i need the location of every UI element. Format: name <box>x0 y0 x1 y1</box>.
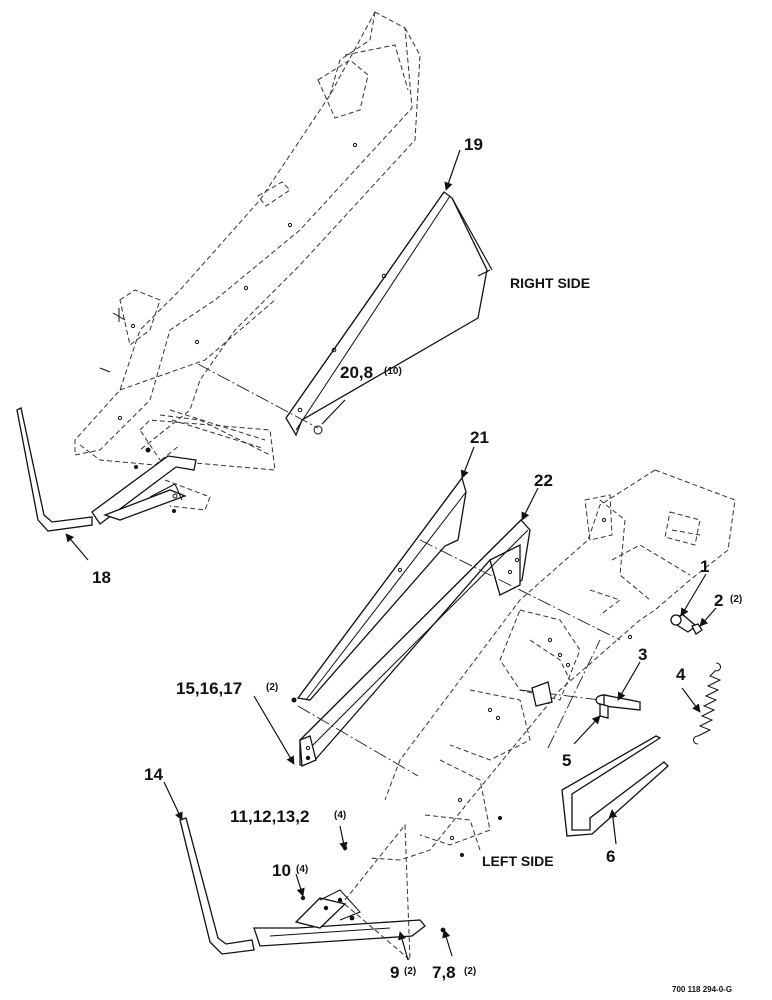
callout-11-12-13-2: 11,12,13,2 <box>230 807 309 826</box>
left-handle-rod-14 <box>179 817 255 955</box>
right-mount-bracket <box>91 447 211 525</box>
callout-22: 22 <box>534 471 553 490</box>
callout-15-16-17-qty: (2) <box>266 682 278 693</box>
right-bolt-fastener <box>313 399 346 435</box>
callout-20-8-qty: (10) <box>384 366 402 377</box>
callout-14: 14 <box>144 765 163 784</box>
left-side-small-holes <box>449 517 633 857</box>
right-deflector-plate <box>285 191 488 437</box>
left-mount-bracket-9 <box>253 823 446 962</box>
callout-21: 21 <box>470 428 489 447</box>
callout-10-qty: (4) <box>296 864 308 875</box>
callout-2: 2 <box>714 591 723 610</box>
right-handle-rod <box>16 407 93 532</box>
left-bolt-small <box>305 755 311 761</box>
callout-7-8: 7,8 <box>432 963 456 982</box>
callout-18: 18 <box>92 568 111 587</box>
callout-5: 5 <box>562 751 571 770</box>
drawing-reference-number: 700 118 294-0-G <box>672 985 732 994</box>
pivot-bolt-1 <box>670 613 698 633</box>
right-side-label: RIGHT SIDE <box>510 275 590 291</box>
callout-20-8: 20,8 <box>340 363 373 382</box>
right-side-frame <box>74 11 421 471</box>
callout-6: 6 <box>606 847 615 866</box>
left-deflector-plate-21 <box>296 476 467 701</box>
callout-11-12-13-2-qty: (4) <box>334 810 346 821</box>
pivot-arm-3 <box>595 694 641 719</box>
u-rod-6 <box>561 735 669 837</box>
callout-2-qty: (2) <box>730 594 742 605</box>
centerline-lower <box>297 539 621 777</box>
callout-1: 1 <box>700 557 709 576</box>
tension-spring-4 <box>693 662 722 745</box>
callout-4: 4 <box>676 665 686 684</box>
right-side-small-holes <box>99 142 358 421</box>
callout-15-16-17: 15,16,17 <box>176 679 242 698</box>
callout-3: 3 <box>638 645 647 664</box>
callout-9: 9 <box>390 963 399 982</box>
callout-19: 19 <box>464 135 483 154</box>
callout-9-qty: (2) <box>404 966 416 977</box>
link-5 <box>531 681 553 707</box>
leader-lines <box>65 149 717 961</box>
left-bolt-head <box>291 697 297 703</box>
callout-10: 10 <box>272 861 291 880</box>
left-side-frame <box>369 469 736 861</box>
callout-7-8-qty: (2) <box>464 966 476 977</box>
centerline-upper <box>197 363 319 429</box>
left-channel-shield-22 <box>299 519 531 767</box>
left-side-label: LEFT SIDE <box>482 853 554 869</box>
